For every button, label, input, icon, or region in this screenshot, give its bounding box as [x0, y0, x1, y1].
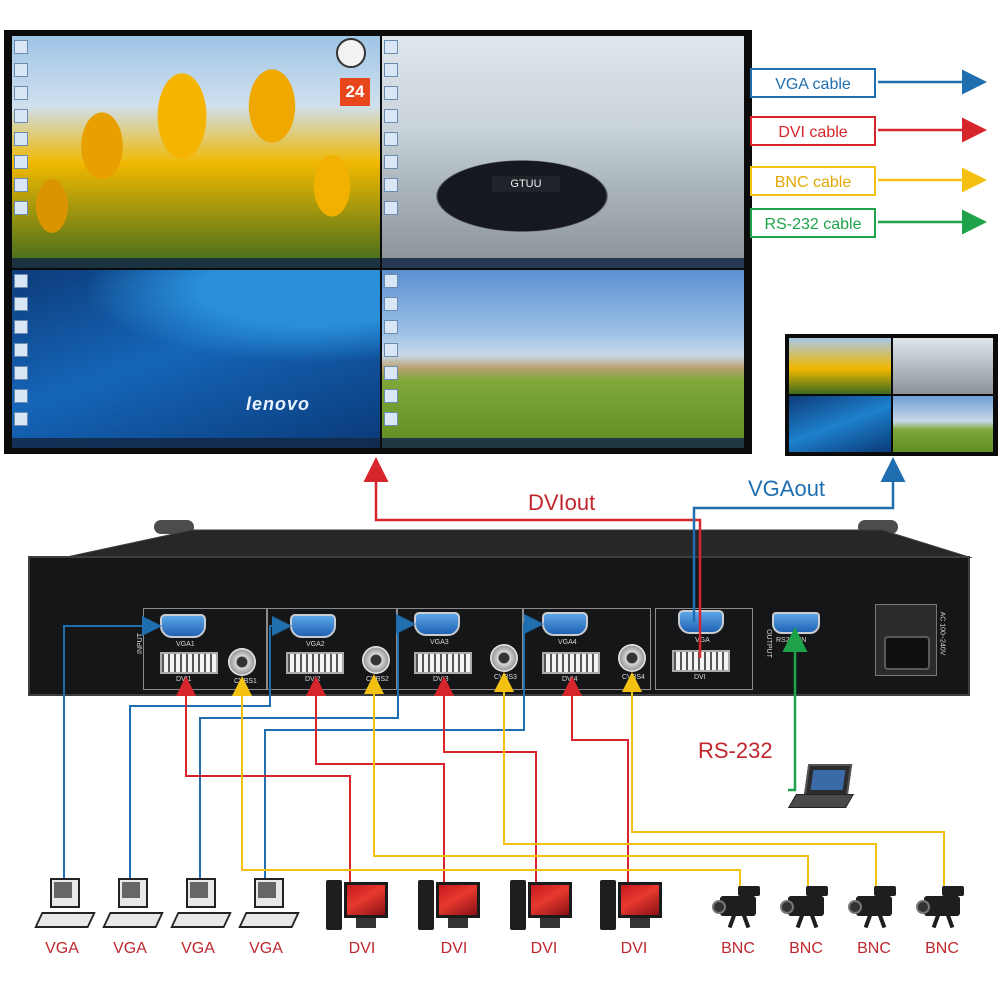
bnc-camera-4-icon — [916, 880, 978, 930]
desktop-icons — [384, 274, 398, 435]
legend-dvi-cable: DVI cable — [750, 116, 876, 146]
vga-out-label-text: VGAout — [748, 476, 826, 501]
bnc-source-label-4: BNC — [925, 940, 959, 957]
main-display-wall — [4, 30, 752, 454]
vga3-label: VGA3 — [430, 639, 449, 646]
vga-output-monitor — [785, 334, 998, 456]
control-laptop-icon — [787, 762, 855, 814]
device-top-panel — [62, 529, 973, 558]
dvi-source-label-4: DVI — [620, 940, 648, 957]
quad-castle-desktop — [382, 270, 744, 448]
dvi-source-pc-2-icon — [418, 876, 488, 932]
dvi3-cable — [434, 676, 537, 888]
vga4-label: VGA4 — [558, 639, 577, 646]
bnc-source-label-2: BNC — [789, 940, 823, 957]
rs232-label-text: RS-232 — [698, 738, 773, 763]
vga-source-label-3: VGA — [181, 940, 215, 957]
cvbs4-port[interactable] — [618, 644, 646, 672]
dvi4-cable — [562, 676, 629, 888]
dvi-out-label: DVI — [694, 674, 706, 681]
dvi2-port[interactable] — [286, 652, 344, 674]
dvi-source-label-1: DVI — [348, 940, 376, 957]
car-plate: GTUU — [492, 176, 560, 192]
vga-source-pc-1-icon — [34, 876, 96, 930]
dvi-source-pc-1-icon — [326, 876, 396, 932]
lenovo-wallpaper-logo: lenovo — [246, 394, 311, 414]
bnc3-cable — [494, 672, 877, 892]
small-quad-1 — [789, 338, 891, 394]
vga1-label: VGA1 — [176, 641, 195, 648]
legend-vga-cable: VGA cable — [750, 68, 876, 98]
vga-source-pc-3-icon — [170, 876, 232, 930]
taskbar — [382, 438, 744, 448]
dvi1-cable — [176, 676, 351, 888]
output-module — [655, 608, 753, 690]
taskbar — [12, 438, 380, 448]
bnc1-cable — [232, 676, 741, 892]
dvi1-port[interactable] — [160, 652, 218, 674]
dvi-source-label-2: DVI — [440, 940, 468, 957]
dvi-source-pc-3-icon — [510, 876, 580, 932]
legend-arrows — [878, 69, 987, 235]
cvbs3-port[interactable] — [490, 644, 518, 672]
vga-source-pc-4-icon — [238, 876, 300, 930]
quad-tulips-desktop — [12, 36, 380, 268]
vga-out-cable — [692, 457, 906, 622]
bnc-camera-1-icon — [712, 880, 774, 930]
small-quad-3 — [789, 396, 891, 452]
bnc2-cable — [364, 674, 809, 892]
taskbar — [12, 258, 380, 268]
vga-out-label: VGA — [695, 637, 710, 644]
desktop-icons — [384, 40, 398, 224]
dvi2-cable — [306, 676, 445, 888]
dvi-out-port[interactable] — [672, 650, 730, 672]
dvi-source-label-3: DVI — [530, 940, 558, 957]
bnc-camera-2-icon — [780, 880, 842, 930]
desktop-icons — [14, 274, 28, 435]
vga3-port[interactable] — [414, 612, 460, 636]
input-module-1 — [143, 608, 267, 690]
calendar-badge: 24 — [340, 78, 370, 106]
clock-gadget-icon — [336, 38, 366, 68]
rs232-cable — [782, 627, 808, 792]
dvi3-port[interactable] — [414, 652, 472, 674]
rack-ear-left — [154, 520, 194, 534]
cvbs2-port[interactable] — [362, 646, 390, 674]
vga-source-pc-2-icon — [102, 876, 164, 930]
bnc4-cable — [622, 672, 945, 892]
vga-source-label-2: VGA — [113, 940, 147, 957]
vga2-cable — [129, 616, 292, 886]
small-quad-4 — [893, 396, 993, 452]
quad-lenovo-desktop — [12, 270, 380, 448]
desktop-icons — [14, 40, 28, 224]
power-socket-icon[interactable] — [884, 636, 930, 670]
bnc-source-label-1: BNC — [721, 940, 755, 957]
bnc-source-label-3: BNC — [857, 940, 891, 957]
vga3-cable — [199, 614, 416, 886]
dvi-out-label-text: DVIout — [528, 490, 596, 515]
taskbar — [382, 258, 744, 268]
vga2-label: VGA2 — [306, 641, 325, 648]
dvi4-port[interactable] — [542, 652, 600, 674]
dvi-source-pc-4-icon — [600, 876, 670, 932]
vga4-port[interactable] — [542, 612, 588, 636]
vga1-cable — [63, 616, 162, 886]
vga-source-label-1: VGA — [45, 940, 79, 957]
quad-car-desktop — [382, 36, 744, 268]
vga4-cable — [264, 614, 544, 886]
legend-bnc-cable: BNC cable — [750, 166, 876, 196]
legend-rs232-cable: RS-232 cable — [750, 208, 876, 238]
cvbs1-port[interactable] — [228, 648, 256, 676]
input-module-2 — [267, 608, 397, 690]
small-quad-2 — [893, 338, 993, 394]
vga-source-label-4: VGA — [249, 940, 283, 957]
dvi-out-cable — [363, 457, 702, 658]
bnc-camera-3-icon — [848, 880, 910, 930]
